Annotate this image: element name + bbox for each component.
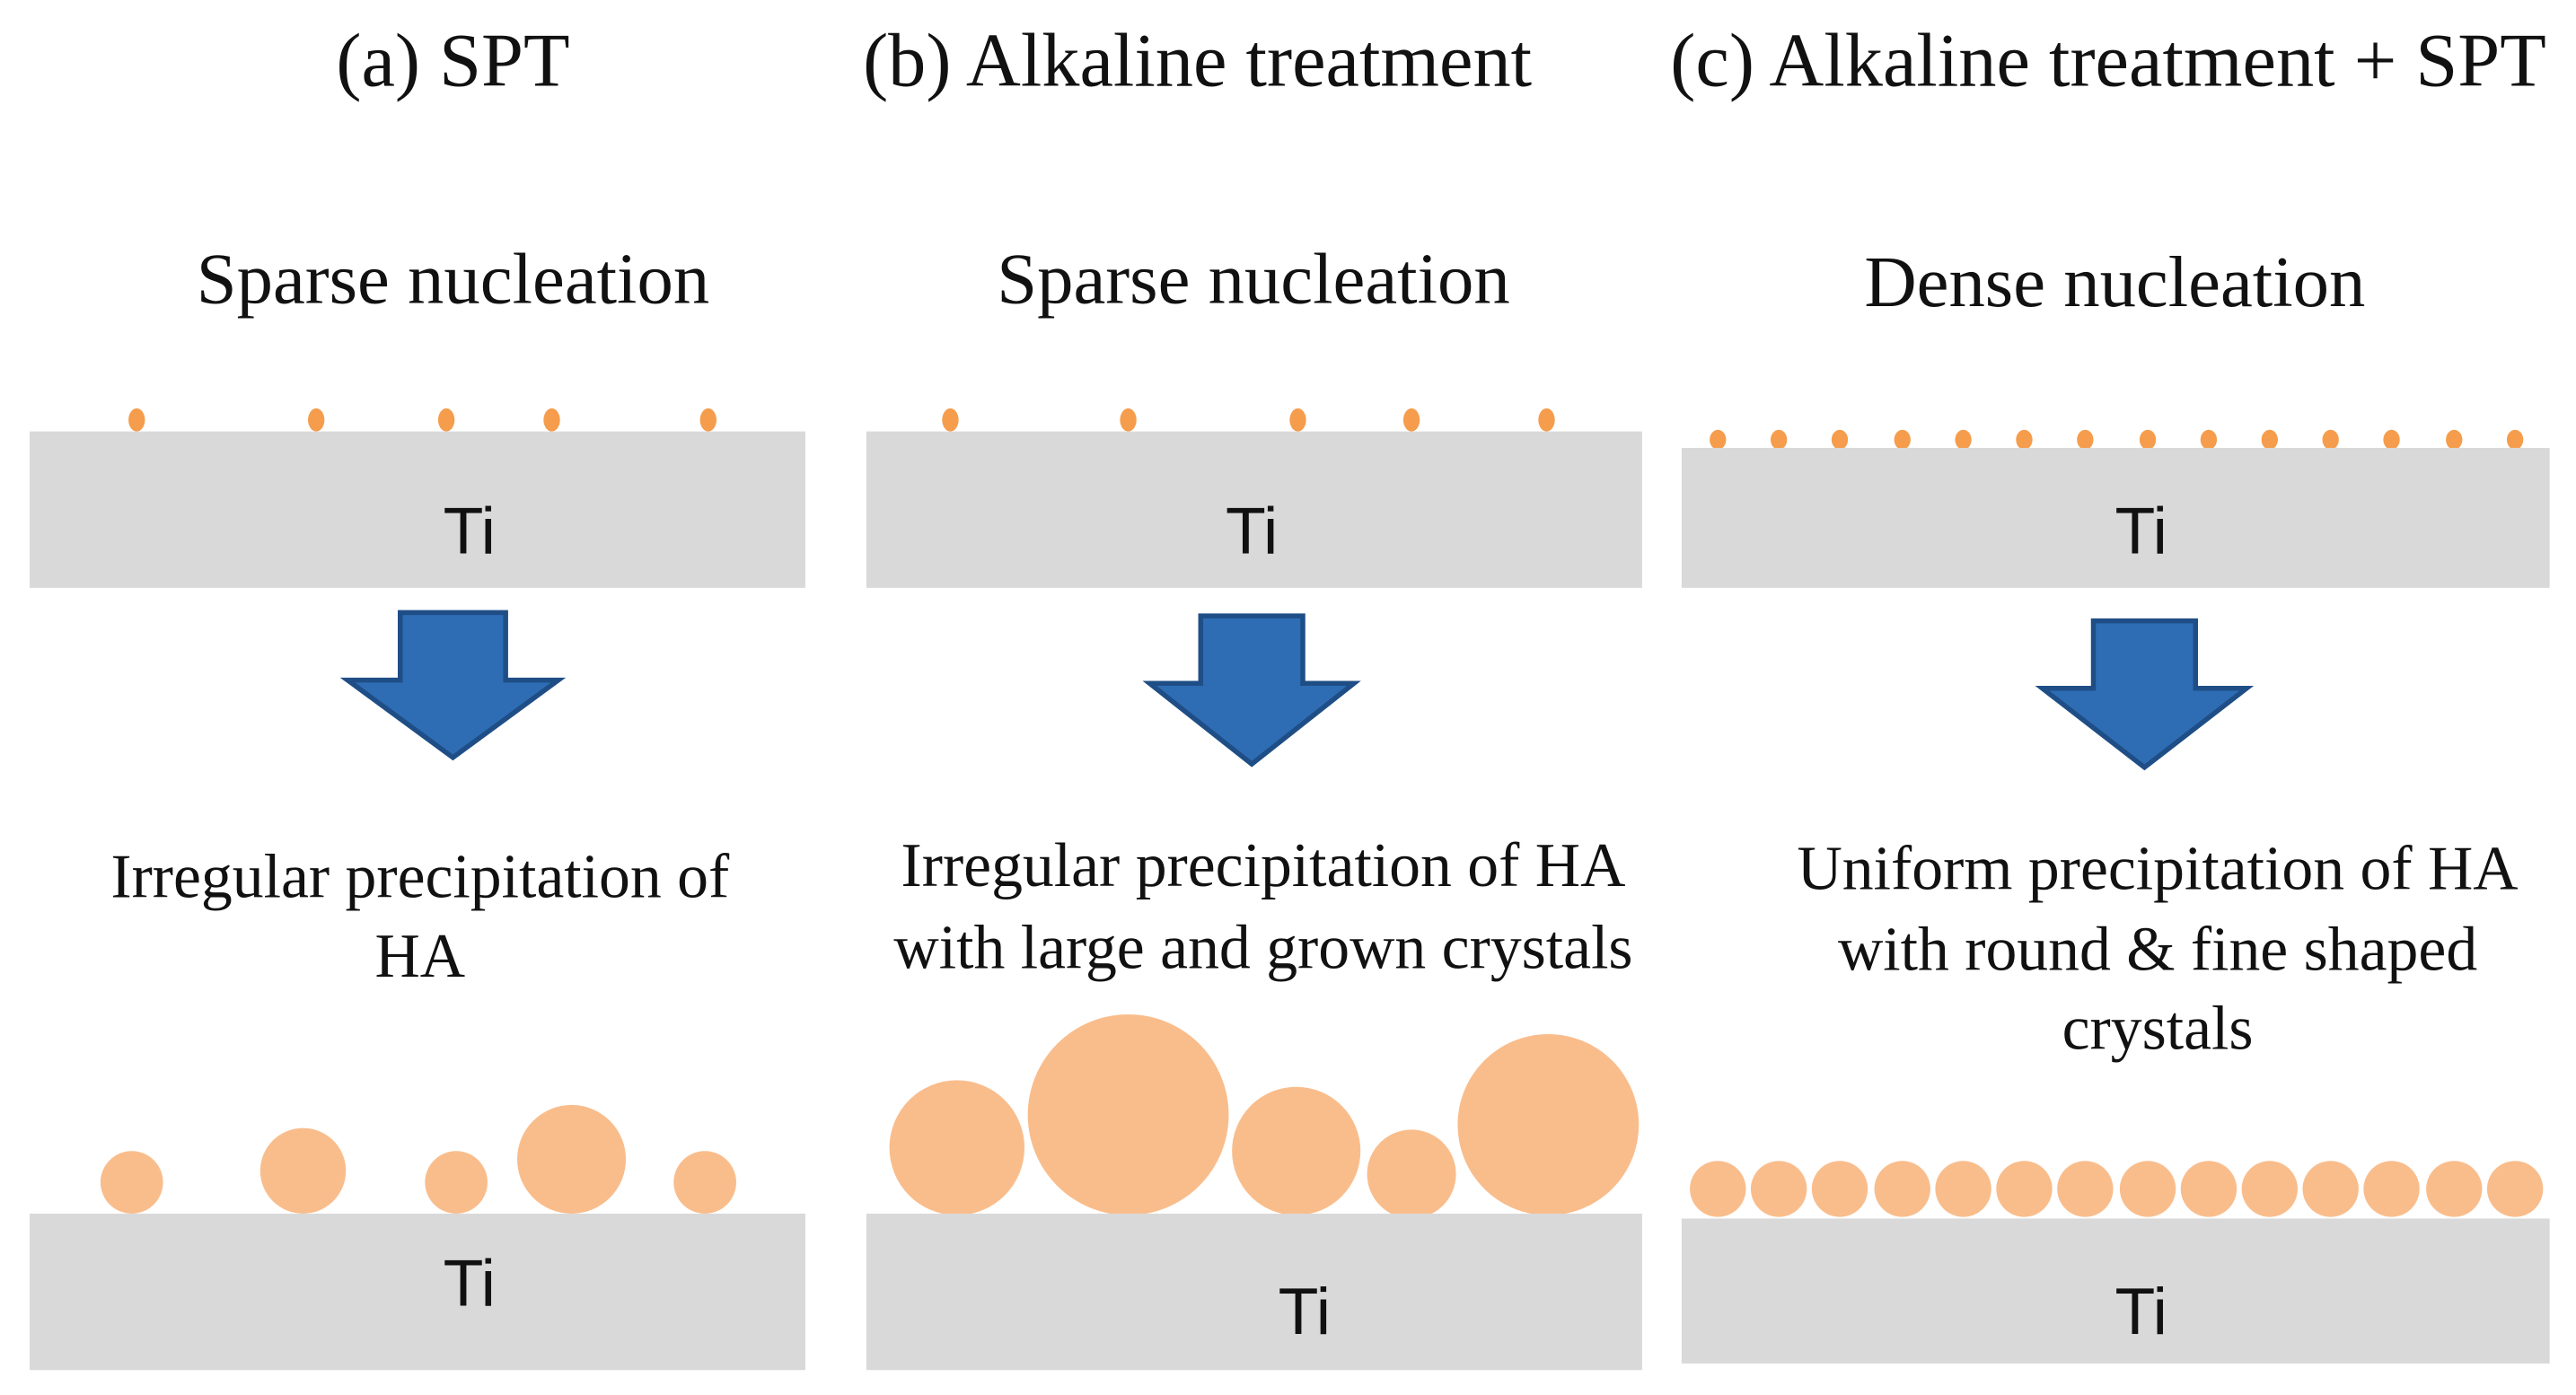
nucleus: [2077, 429, 2094, 450]
nucleus: [2200, 429, 2218, 450]
panel-a-result-substrate-label: Ti: [444, 1247, 496, 1320]
crystal: [1935, 1161, 1991, 1217]
nucleus: [543, 408, 560, 432]
crystal: [100, 1151, 163, 1214]
crystal: [2486, 1161, 2544, 1217]
panel-b-result-label: Irregular precipitation of HA with large…: [893, 831, 1632, 983]
crystal: [425, 1151, 488, 1214]
panel-c-result-substrate: [1681, 1218, 2550, 1364]
result-line: Irregular precipitation of HA: [901, 831, 1626, 900]
nucleus: [128, 408, 145, 432]
result-line: Irregular precipitation of: [110, 843, 730, 912]
panel-b-nuclei: [942, 408, 1555, 432]
crystal: [1811, 1161, 1868, 1217]
nucleus: [1955, 429, 1972, 450]
crystal: [1750, 1161, 1807, 1217]
crystal: [2426, 1161, 2483, 1217]
panel-b: (b) Alkaline treatment Sparse nucleation…: [863, 19, 1642, 1371]
panel-b-result-substrate: [866, 1213, 1642, 1371]
panel-c-nucleation-label: Dense nucleation: [1864, 242, 2365, 322]
crystal: [1874, 1161, 1930, 1217]
panel-b-nucleation-label: Sparse nucleation: [997, 240, 1509, 320]
nucleus: [2016, 429, 2033, 450]
crystal: [1690, 1161, 1746, 1217]
down-arrow-icon: [1142, 613, 1361, 768]
nucleus: [1894, 429, 1911, 450]
crystal: [1367, 1129, 1456, 1219]
panel-a-nuclei: [128, 408, 717, 432]
panel-b-crystals: [889, 1013, 1640, 1219]
result-line: Uniform precipitation of HA: [1797, 835, 2518, 904]
panel-b-result-substrate-label: Ti: [1279, 1275, 1331, 1348]
nucleus: [2139, 429, 2157, 450]
nucleus: [2383, 429, 2400, 450]
crystal: [2180, 1161, 2238, 1217]
nucleus: [2261, 429, 2278, 450]
panel-b-substrate-label: Ti: [1226, 494, 1278, 567]
panel-a-title: (a) SPT: [336, 19, 569, 102]
panel-c-title: (c) Alkaline treatment + SPT: [1670, 19, 2545, 102]
crystal: [2057, 1161, 2114, 1217]
result-line: with round & fine shaped: [1838, 915, 2477, 984]
panel-a-crystals: [100, 1104, 736, 1214]
result-line: HA: [374, 922, 465, 991]
panel-c-result-label: Uniform precipitation of HA with round &…: [1797, 835, 2518, 1064]
crystal: [259, 1127, 347, 1214]
nucleus: [1402, 408, 1420, 432]
panel-c-substrate-label: Ti: [2115, 494, 2167, 567]
nucleus: [2322, 429, 2339, 450]
crystal: [1232, 1086, 1361, 1215]
nucleus: [942, 408, 959, 432]
panel-c-crystals: [1690, 1161, 2544, 1217]
panel-a-substrate-label: Ti: [444, 494, 496, 567]
nucleus: [1831, 429, 1849, 450]
crystal: [2302, 1161, 2359, 1217]
down-arrow-icon: [2035, 618, 2255, 771]
panel-a: (a) SPT Sparse nucleation Ti Irregular p…: [30, 19, 806, 1371]
crystal: [2363, 1161, 2420, 1217]
crystal: [2119, 1161, 2176, 1217]
panel-b-substrate: [866, 431, 1642, 588]
nucleus: [1120, 408, 1137, 432]
crystal: [1996, 1161, 2053, 1217]
nucleus: [2506, 429, 2524, 450]
nucleus: [1710, 429, 1727, 450]
nucleus: [2446, 429, 2463, 450]
nucleus: [308, 408, 325, 432]
crystal: [517, 1104, 627, 1214]
crystal: [1457, 1034, 1640, 1215]
nucleus: [1289, 408, 1306, 432]
panel-b-title: (b) Alkaline treatment: [863, 19, 1532, 102]
nucleus: [1538, 408, 1555, 432]
panel-c-substrate: [1681, 447, 2550, 588]
nucleus: [437, 408, 455, 432]
panel-a-substrate: [30, 431, 806, 588]
result-line: with large and grown crystals: [893, 914, 1632, 983]
crystal: [1027, 1013, 1229, 1215]
panel-a-result-substrate: [30, 1213, 806, 1371]
panel-c: (c) Alkaline treatment + SPT Dense nucle…: [1670, 19, 2550, 1364]
down-arrow-icon: [339, 610, 567, 761]
nucleus: [1770, 429, 1788, 450]
panel-c-nuclei: [1710, 429, 2524, 450]
panel-a-nucleation-label: Sparse nucleation: [197, 240, 709, 320]
crystal: [2241, 1161, 2298, 1217]
panel-c-result-substrate-label: Ti: [2115, 1275, 2167, 1348]
crystal: [673, 1151, 736, 1214]
result-line: crystals: [2062, 995, 2254, 1064]
nucleus: [699, 408, 717, 432]
panel-a-result-label: Irregular precipitation of HA: [110, 843, 730, 991]
crystal: [889, 1080, 1024, 1215]
